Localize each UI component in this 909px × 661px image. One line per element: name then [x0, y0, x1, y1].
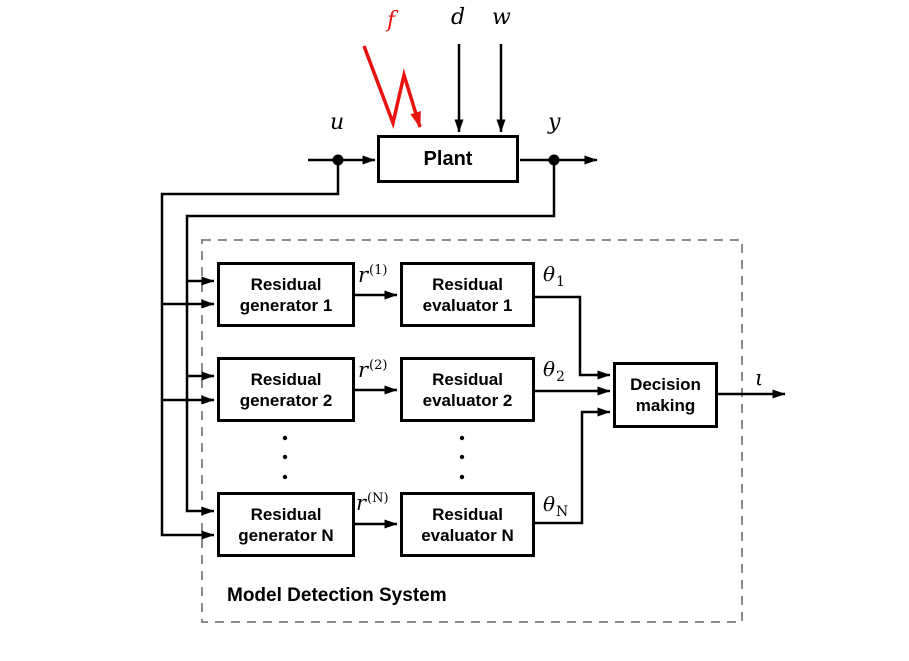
signal-y-text: y	[548, 110, 561, 135]
block-label-line: Decision	[630, 375, 701, 394]
vertical-ellipsis	[282, 435, 465, 480]
decision-making-block: Decision making	[613, 362, 718, 428]
generator-ellipsis-dot	[282, 454, 288, 460]
block-label-line: generator N	[238, 525, 334, 545]
plant-label: Plant	[423, 148, 473, 170]
residual-evaluator-2-block: Residual evaluator 2	[400, 357, 535, 422]
theta-sub-text: 1	[556, 274, 565, 290]
residual-sup-text: (N)	[367, 491, 389, 506]
block-label-line: Residual	[250, 369, 322, 389]
signal-u-label: u	[330, 110, 344, 135]
residual-sup-text: (2)	[369, 358, 388, 373]
residual-sup-text: (1)	[369, 263, 388, 278]
evaluator-ellipsis-dot	[459, 454, 465, 460]
block-label-line: Residual	[432, 369, 503, 389]
fault-f-label: f	[387, 8, 395, 33]
thetaN-line	[535, 407, 611, 525]
signal-u-text: u	[330, 110, 345, 135]
residual-evaluator-1-block: Residual evaluator 1	[400, 262, 535, 327]
residual-base-text: r	[356, 491, 367, 515]
block-label-line: Residual	[432, 504, 503, 524]
signal-iota-text: ι	[755, 366, 764, 390]
theta-1-label: θ1	[543, 262, 565, 290]
fault-arrow	[362, 45, 422, 130]
signal-lines	[160, 44, 786, 540]
fault-zigzag-line	[362, 45, 422, 130]
block-label-line: Residual	[250, 504, 322, 524]
block-label-line: generator 1	[239, 295, 333, 315]
signal-d-label: d	[451, 5, 465, 30]
y-feedback-line	[185, 160, 556, 516]
theta-N-label: θN	[543, 492, 568, 520]
block-label-line: evaluator 1	[422, 295, 513, 315]
block-label-line: making	[635, 396, 696, 415]
residual-base-text: r	[358, 358, 369, 382]
block-label-line: evaluator N	[421, 525, 514, 545]
signal-d-text: d	[451, 5, 466, 30]
residual-N-label: r(N)	[356, 491, 389, 515]
generator-ellipsis-dot	[282, 474, 288, 480]
block-label-line: evaluator 2	[422, 390, 513, 410]
residual-generator-2-block: Residual generator 2	[217, 357, 355, 422]
signal-y-label: y	[548, 110, 560, 135]
theta-base-text: θ	[543, 492, 556, 516]
model-detection-system-frame	[201, 239, 743, 623]
theta-base-text: θ	[543, 357, 556, 381]
generator-ellipsis-dot	[282, 435, 288, 441]
residual-2-label: r(2)	[358, 358, 388, 382]
block-label-line: Residual	[432, 274, 503, 294]
residual-1-label: r(1)	[358, 263, 388, 287]
residual-base-text: r	[358, 263, 369, 287]
y-junction-dot	[548, 154, 560, 166]
evaluator-ellipsis-dot	[459, 474, 465, 480]
fault-f-text: f	[387, 8, 396, 33]
theta-sub-text: 2	[556, 369, 565, 385]
block-label-line: Residual	[250, 274, 322, 294]
u-junction-dot	[332, 154, 344, 166]
theta1-line	[535, 295, 611, 380]
block-label-line: generator 2	[239, 390, 333, 410]
junction-dots	[332, 154, 560, 166]
evaluator-ellipsis-dot	[459, 435, 465, 441]
theta-2-label: θ2	[543, 357, 565, 385]
plant-block: Plant	[377, 135, 519, 183]
residual-generator-1-block: Residual generator 1	[217, 262, 355, 327]
residual-evaluator-N-block: Residual evaluator N	[400, 492, 535, 557]
theta-base-text: θ	[543, 262, 556, 286]
u-feedback-line	[160, 160, 340, 540]
signal-w-text: w	[492, 5, 511, 30]
model-detection-system-title: Model Detection System	[227, 585, 447, 606]
theta-sub-text: N	[556, 504, 569, 520]
signal-iota-label: ι	[755, 366, 763, 390]
residual-generator-N-block: Residual generator N	[217, 492, 355, 557]
signal-w-label: w	[492, 5, 511, 30]
